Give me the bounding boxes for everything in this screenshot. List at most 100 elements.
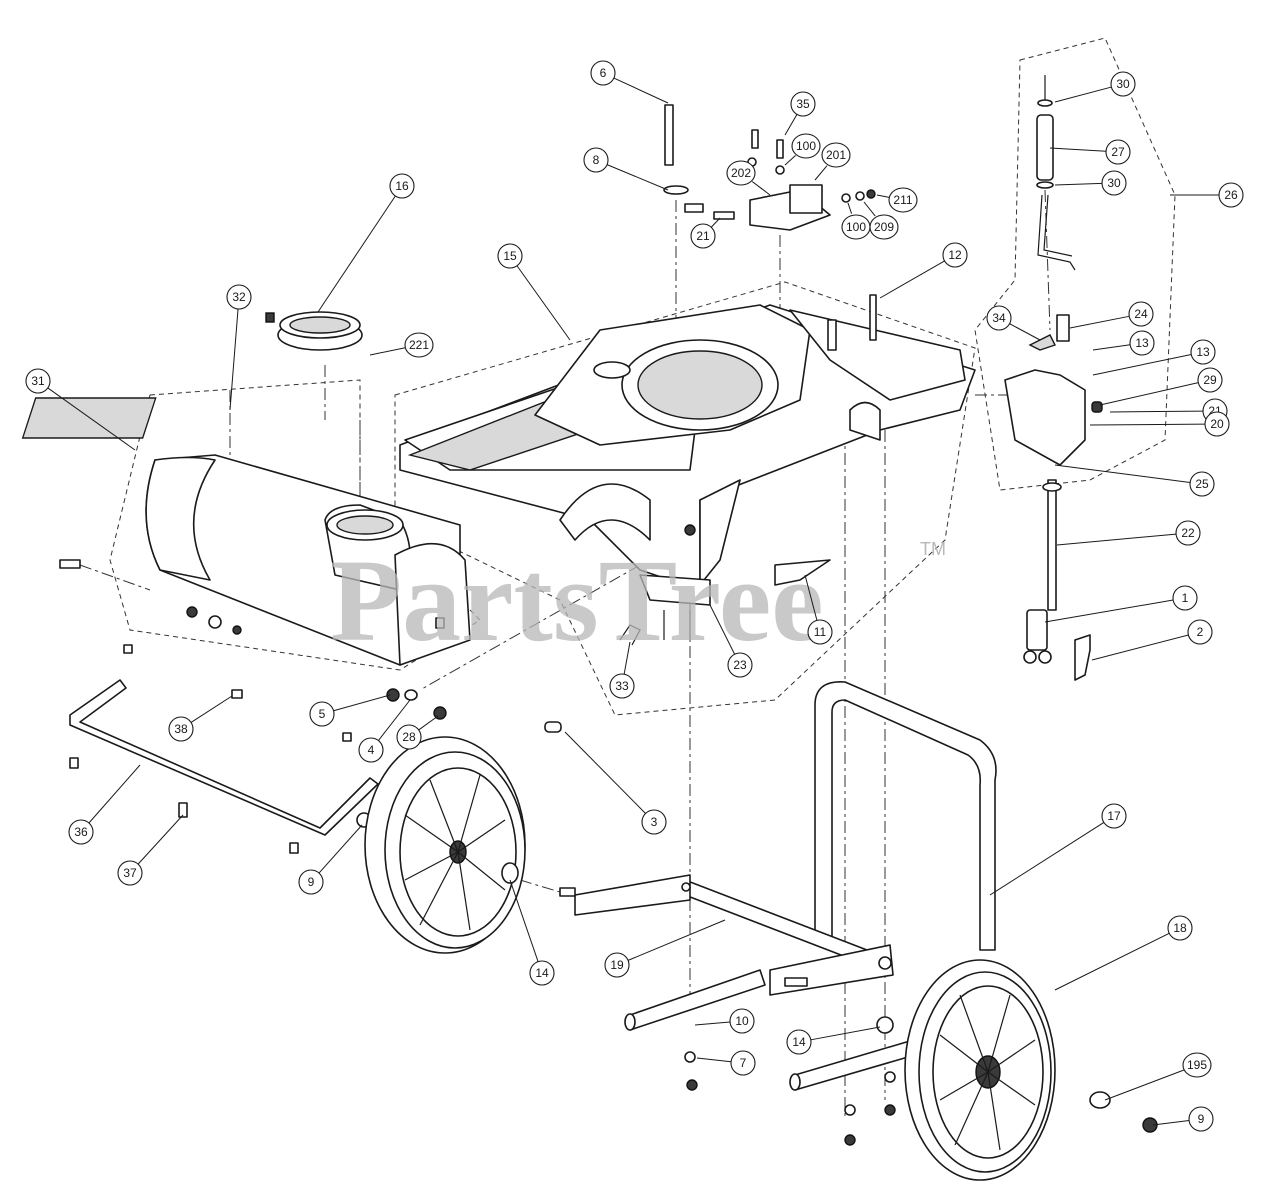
callout-number: 22	[1181, 526, 1195, 540]
callout-leader	[1054, 86, 1112, 103]
callout-leader	[1054, 464, 1191, 483]
callout-number: 7	[740, 1056, 747, 1070]
callout-c10: 10	[694, 1008, 755, 1034]
callout-number: 3	[651, 815, 658, 829]
callout-bubble	[309, 701, 335, 727]
callout-leader	[377, 699, 411, 741]
callout-bubble	[226, 284, 252, 310]
callout-c100b: 100	[841, 202, 871, 240]
right-wheel	[904, 959, 1111, 1181]
callout-number: 37	[123, 866, 137, 880]
callout-bubble	[389, 173, 415, 199]
callout-bubble	[168, 716, 194, 742]
callout-leader	[876, 194, 890, 198]
callout-number: 17	[1107, 809, 1121, 823]
callout-leader	[333, 694, 391, 712]
top-bracket-assembly	[663, 104, 877, 351]
callout-number: 10	[735, 1014, 749, 1028]
callout-bubble	[1175, 520, 1201, 546]
callout-leader	[710, 217, 721, 228]
watermark-text: PartsTree	[330, 535, 824, 666]
callout-bubble	[529, 960, 555, 986]
callout-leader	[623, 641, 631, 675]
callout-bubble	[298, 869, 324, 895]
callout-c12: 12	[879, 242, 968, 299]
callout-c33: 33	[609, 641, 635, 699]
callout-leader	[1091, 634, 1189, 661]
callout-bubble	[68, 819, 94, 845]
callout-number: 221	[409, 338, 429, 352]
callout-leader	[88, 764, 141, 824]
callout-leader	[369, 347, 406, 356]
callout-bubble	[821, 142, 851, 168]
callout-leader	[1009, 323, 1041, 341]
callout-bubble	[25, 368, 51, 394]
callout-bubble	[1167, 915, 1193, 941]
callout-leader	[564, 731, 646, 814]
callout-number: 202	[731, 166, 751, 180]
callout-number: 1	[1182, 591, 1189, 605]
callout-bubble	[1105, 139, 1131, 165]
chute-assembly	[21, 397, 471, 666]
callout-bubble	[888, 187, 918, 213]
callout-c26: 26	[1170, 182, 1244, 208]
callout-number: 34	[992, 311, 1006, 325]
callout-leader	[784, 155, 796, 166]
callout-c25: 25	[1054, 464, 1215, 497]
callout-leader	[804, 574, 818, 621]
callout-leader	[1056, 533, 1177, 546]
callout-c16: 16	[317, 173, 415, 313]
callout-bubble	[1101, 803, 1127, 829]
callout-leader	[627, 919, 726, 961]
chute-group-outline	[109, 379, 481, 671]
callout-bubble	[690, 223, 716, 249]
callout-number: 100	[846, 220, 866, 234]
callout-bubble	[726, 160, 756, 186]
callout-c17: 17	[989, 803, 1127, 896]
callout-c30a: 30	[1054, 71, 1136, 103]
callout-bubble	[1129, 330, 1155, 356]
callout-bubble	[727, 652, 753, 678]
left-wheel	[364, 736, 526, 954]
small-parts-under-housing	[619, 559, 831, 646]
callout-number: 12	[948, 248, 962, 262]
callout-c38: 38	[168, 695, 233, 742]
callout-c34: 34	[986, 305, 1041, 341]
callout-number: 36	[74, 825, 88, 839]
callout-number: 31	[31, 374, 45, 388]
callout-bubble	[942, 242, 968, 268]
callout-number: 20	[1210, 417, 1224, 431]
callout-leader	[694, 1021, 731, 1026]
callout-bubble	[1187, 619, 1213, 645]
callout-leader	[814, 165, 828, 181]
callout-bubble	[604, 952, 630, 978]
callout-c14b: 14	[786, 1026, 881, 1055]
callout-number: 16	[395, 179, 409, 193]
callout-number: 30	[1107, 176, 1121, 190]
callout-bubble	[790, 91, 816, 117]
callout-c1: 1	[1044, 585, 1198, 623]
callout-bubble	[609, 673, 635, 699]
callout-leader	[1099, 382, 1199, 406]
callout-bubble	[641, 809, 667, 835]
callout-leader	[1044, 599, 1174, 623]
callout-c21a: 21	[690, 217, 721, 249]
axle-bar	[69, 644, 379, 854]
callout-number: 100	[796, 139, 816, 153]
callout-leader	[810, 1026, 881, 1041]
callout-bubble	[590, 60, 616, 86]
callout-c202: 202	[726, 160, 771, 196]
callout-c18: 18	[1054, 915, 1193, 991]
callout-number: 209	[874, 220, 894, 234]
callout-c30b: 30	[1054, 170, 1127, 196]
callout-leader	[229, 308, 239, 411]
callout-c195: 195	[1104, 1052, 1212, 1101]
callout-number: 30	[1116, 77, 1130, 91]
callout-leader	[418, 715, 439, 731]
callout-leader	[1109, 410, 1204, 413]
callout-c24: 24	[1069, 301, 1154, 329]
callout-c201: 201	[814, 142, 851, 181]
callout-leader	[317, 195, 396, 313]
callout-leader	[1152, 1119, 1190, 1126]
callout-number: 32	[232, 290, 246, 304]
